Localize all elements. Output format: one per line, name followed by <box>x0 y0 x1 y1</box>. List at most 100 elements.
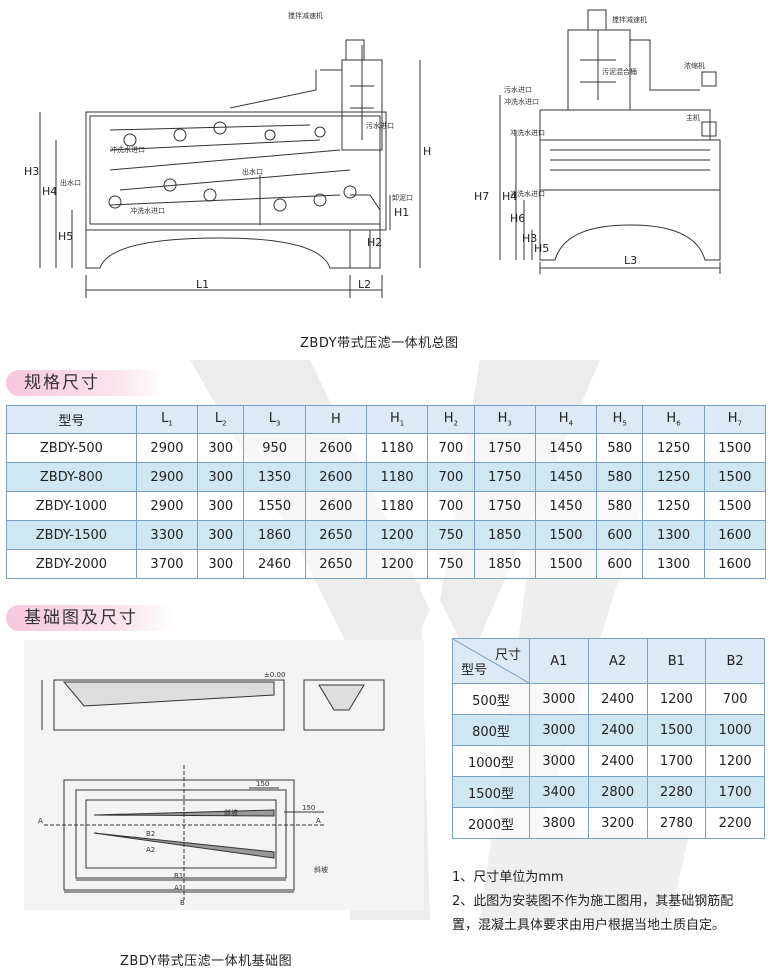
spec-cell: 2900 <box>135 433 199 463</box>
spec-cell: 1200 <box>365 549 429 579</box>
spec-cell: 1250 <box>642 462 705 492</box>
base-cell: 1700 <box>646 745 707 777</box>
corner-bottom-label: 型号 <box>461 663 488 678</box>
spec-cell: 580 <box>596 491 644 521</box>
dim-l1: L1 <box>196 278 209 291</box>
base-cell: 3800 <box>529 807 589 839</box>
spec-cell: 3700 <box>135 549 199 579</box>
dim-h3: H3 <box>522 232 537 245</box>
label-sewage-in: 污水进口 <box>504 85 532 94</box>
top-caption: ZBDY带式压滤一体机总图 <box>300 336 459 351</box>
motor-icon <box>345 39 365 61</box>
spec-cell: 1850 <box>473 520 536 550</box>
base-cell: 3000 <box>529 714 589 746</box>
spec-cell: 2600 <box>304 491 367 521</box>
dim-l3: L3 <box>624 254 637 267</box>
spec-cell: 1250 <box>642 491 705 521</box>
base-cell: 2400 <box>587 745 648 777</box>
label-motor: 搅拌减速机 <box>288 11 323 20</box>
base-section-tag: 基础图及尺寸 <box>6 605 174 631</box>
dim-h5: H5 <box>58 230 73 243</box>
spec-cell: ZBDY-500 <box>6 433 137 463</box>
dim-h7: H7 <box>474 190 489 203</box>
spec-cell: 1600 <box>703 549 767 579</box>
base-header-b2: B2 <box>705 638 765 684</box>
spec-cell: 1180 <box>365 491 429 521</box>
base-cell: 500型 <box>452 683 530 715</box>
base-header-corner: 尺寸 型号 <box>452 638 530 684</box>
spec-header-h7: H7 <box>703 405 767 434</box>
spec-cell: 1500 <box>703 491 767 521</box>
spec-cell: 1450 <box>534 433 598 463</box>
label-slope: 斜坡 <box>224 808 238 817</box>
end-view-drawing: 搅拌减速机 污泥混合桶 浓缩机 主机 污水进口 冲洗水进口 冲洗水进口 冲洗水进… <box>474 9 721 274</box>
label-dosing: 浓缩机 <box>684 61 705 70</box>
base-cell: 3400 <box>529 776 589 808</box>
spec-cell: 300 <box>197 520 245 550</box>
label-wash-in2: 冲洗水进口 <box>510 128 545 137</box>
spec-cell: 1500 <box>534 549 598 579</box>
spec-cell: 1860 <box>243 520 306 550</box>
motor-icon <box>587 9 607 31</box>
dim-h3: H3 <box>24 165 39 178</box>
base-cell: 1500型 <box>452 776 530 808</box>
label-zero: ±0.00 <box>264 671 285 679</box>
base-header-b1: B1 <box>646 638 707 684</box>
dim-h4: H4 <box>42 185 57 198</box>
label-slope2: 斜坡 <box>314 865 328 874</box>
spec-cell: 300 <box>197 549 245 579</box>
base-header-a1: A1 <box>529 638 589 684</box>
base-cell: 2400 <box>587 714 648 746</box>
label-wash-in3: 冲洗水进口 <box>510 189 545 198</box>
spec-cell: 300 <box>197 462 245 492</box>
spec-cell: 1450 <box>534 491 598 521</box>
spec-cell: 1250 <box>642 433 705 463</box>
dim-l2: L2 <box>358 278 371 291</box>
label-150b: 150 <box>302 804 315 812</box>
spec-cell: 750 <box>427 549 475 579</box>
spec-cell: 600 <box>596 520 644 550</box>
base-header-a2: A2 <box>587 638 648 684</box>
base-cell: 1500 <box>646 714 707 746</box>
spec-cell: 2650 <box>304 549 367 579</box>
label-sewage-in: 污水进口 <box>366 121 394 130</box>
spec-header-h2: H2 <box>427 405 475 434</box>
base-cell: 1200 <box>646 683 707 715</box>
spec-cell: 1450 <box>534 462 598 492</box>
base-cell: 3000 <box>529 683 589 715</box>
spec-cell: 750 <box>427 520 475 550</box>
spec-cell: 700 <box>427 433 475 463</box>
spec-cell: 1750 <box>473 462 536 492</box>
spec-cell: 1200 <box>365 520 429 550</box>
spec-cell: 1500 <box>703 462 767 492</box>
spec-header-l3: L3 <box>243 405 306 434</box>
base-cell: 2400 <box>587 683 648 715</box>
label-motor: 搅拌减速机 <box>612 15 647 24</box>
base-cell: 700 <box>705 683 765 715</box>
spec-cell: ZBDY-800 <box>6 462 137 492</box>
spec-cell: ZBDY-1000 <box>6 491 137 521</box>
note-2: 2、此图为安装图不作为施工图用，其基础钢筋配 <box>452 894 734 909</box>
side-view-drawing: 搅拌减速机 污水进口 出水口 冲洗水进口 冲洗水进口 卸泥口 出水口 H3 H4… <box>24 11 431 298</box>
spec-cell: 580 <box>596 433 644 463</box>
label-outlet: 出水口 <box>242 167 263 176</box>
label-a-right: A <box>316 817 321 825</box>
bottom-caption: ZBDY带式压滤一体机基础图 <box>120 954 293 969</box>
label-wash-in: 冲洗水进口 <box>504 97 539 106</box>
note-1: 1、尺寸单位为mm <box>452 870 564 885</box>
spec-header-h3: H3 <box>473 405 536 434</box>
label-a2: A2 <box>146 846 155 854</box>
base-header-row: 尺寸 型号 A1 A2 B1 B2 <box>452 638 765 684</box>
spec-cell: ZBDY-2000 <box>6 549 137 579</box>
label-a-left: A <box>38 817 43 825</box>
